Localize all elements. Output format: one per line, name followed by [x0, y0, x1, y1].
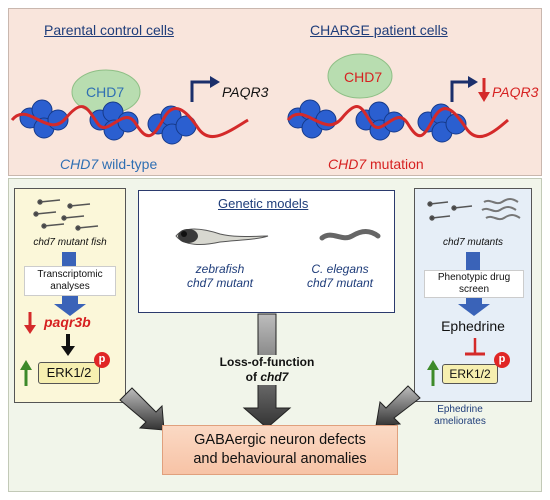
right-chromatin: [286, 53, 509, 143]
wild-type-caption: CHD7 wild-type: [60, 156, 157, 172]
right-down-arrow-icon: [458, 298, 490, 316]
down-arrow-icon: [54, 296, 86, 316]
fish-larvae-icon: [33, 199, 99, 231]
chromatin-illustration: [10, 53, 509, 145]
celegans-name: C. elegans: [311, 262, 369, 276]
ameliorates-line2: ameliorates: [434, 416, 486, 427]
ameliorates-line1: Ephedrine: [437, 404, 483, 415]
outcome-line1: GABAergic neuron defects: [194, 432, 366, 448]
left-paqr3-label: PAQR3: [222, 84, 269, 100]
parental-control-heading: Parental control cells: [44, 22, 174, 38]
left-arrow-stem-1: [62, 252, 76, 268]
right-to-outcome-arrow: [375, 385, 421, 427]
paqr3b-label: paqr3b: [44, 314, 91, 330]
charge-patient-heading: CHARGE patient cells: [310, 22, 448, 38]
right-phospho-badge: p: [494, 352, 510, 368]
wild-type-text: wild-type: [98, 156, 158, 172]
red-down-arrow-icon: [24, 312, 36, 334]
lof-prefix: of: [245, 370, 261, 384]
ephedrine-label: Ephedrine: [441, 318, 505, 334]
left-erk-box: ERK1/2: [38, 362, 100, 384]
mutation-text: mutation: [366, 156, 424, 172]
zebrafish-mutant: chd7 mutant: [186, 276, 254, 290]
mutation-gene: CHD7: [328, 156, 367, 172]
left-phospho-badge: p: [94, 352, 110, 368]
mutant-fish-label: chd7 mutant fish: [33, 237, 107, 248]
right-erk-box: ERK1/2: [442, 364, 498, 384]
genetic-models-title: Genetic models: [218, 196, 309, 211]
outcome-box: GABAergic neuron defects and behavioural …: [162, 425, 398, 475]
outcome-line2: and behavioural anomalies: [193, 451, 367, 467]
right-green-up-arrow-icon: [427, 360, 439, 386]
zebrafish-name: zebrafish: [195, 262, 245, 276]
phenotypic-drug-screen: Phenotypic drug screen: [424, 270, 524, 298]
loss-of-function-line2: of chd7: [202, 370, 332, 385]
right-chd7-label: CHD7: [344, 69, 383, 85]
left-to-outcome-arrow: [119, 387, 165, 431]
zebrafish-icon: [175, 228, 269, 245]
worm-icon: [319, 229, 381, 241]
wild-type-gene: CHD7: [60, 156, 99, 172]
black-down-arrow-icon: [61, 334, 75, 356]
inhibition-icon: [465, 338, 485, 356]
genetic-models-box: [138, 190, 395, 313]
lof-gene: chd7: [260, 370, 289, 384]
right-arrow-stem: [466, 252, 480, 272]
left-chromatin: [10, 69, 249, 145]
loss-of-function-line1: Loss-of-function: [219, 355, 315, 369]
transcriptomic-analyses: Transcriptomic analyses: [24, 266, 116, 296]
mutant-animals-icon: [427, 198, 521, 221]
mutation-caption: CHD7 mutation: [328, 156, 424, 172]
chd7-mutants-label: chd7 mutants: [442, 237, 504, 248]
green-up-arrow-icon: [20, 360, 32, 386]
right-paqr3-label: PAQR3: [492, 84, 539, 100]
left-chd7-label: CHD7: [86, 84, 125, 100]
celegans-mutant: chd7 mutant: [306, 276, 374, 290]
